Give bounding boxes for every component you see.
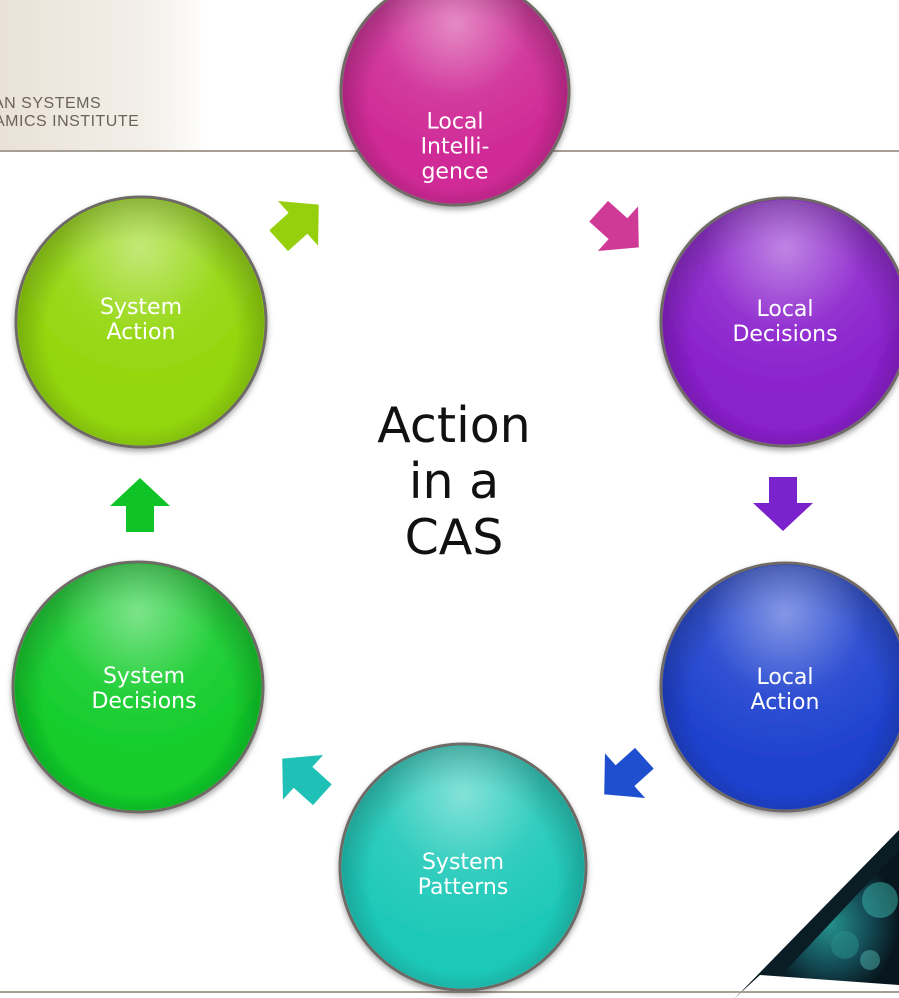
arrow-intelligence-to-decisions	[589, 200, 639, 251]
node-local-action	[659, 561, 899, 813]
node-label-system-patterns: System Patterns	[417, 850, 509, 900]
arrow-decisions-to-action	[753, 477, 813, 531]
arrow-action-to-patterns	[604, 747, 654, 798]
arrow-system-action-to-intelligence	[269, 201, 319, 252]
node-label-local-decisions: Local Decisions	[732, 297, 838, 347]
logo-line-2: AMICS INSTITUTE	[0, 113, 140, 130]
node-label-local-action: Local Action	[750, 665, 820, 715]
node-label-system-action: System Action	[99, 295, 183, 345]
arrow-system-decisions-to-system-action	[110, 478, 170, 532]
node-label-system-decisions: System Decisions	[91, 664, 197, 714]
node-local-decisions	[659, 196, 899, 448]
header-band	[0, 0, 210, 150]
footer-divider	[0, 991, 899, 993]
node-label-local-intelligence: Local Intelli- gence	[420, 109, 490, 185]
arrow-patterns-to-system-decisions	[282, 755, 332, 806]
node-system-patterns	[338, 742, 588, 992]
node-system-decisions	[11, 560, 265, 814]
node-local-intelligence	[339, 0, 571, 207]
logo-line-1: AN SYSTEMS	[0, 95, 102, 112]
node-system-action	[14, 195, 268, 449]
center-title: Action in a CAS	[377, 397, 531, 566]
institute-logo-text: AN SYSTEMS AMICS INSTITUTE	[0, 95, 210, 131]
